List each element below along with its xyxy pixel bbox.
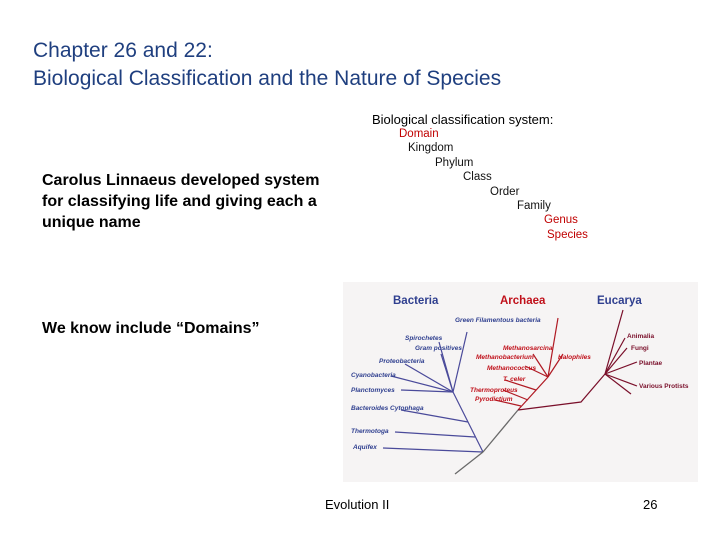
- title-line-1: Chapter 26 and 22:: [33, 39, 213, 62]
- branch-fungi: [604, 347, 628, 375]
- label-various-protists: Various Protists: [639, 383, 689, 390]
- branch-aquifex: [382, 447, 484, 453]
- label-t-celer: T. celer: [503, 376, 526, 383]
- rank-domain: Domain: [399, 128, 439, 140]
- branch-pyrodictium: [494, 399, 522, 407]
- label-fungi: Fungi: [631, 345, 649, 352]
- label-proteobacteria: Proteobacteria: [379, 358, 425, 365]
- branch-thermoproteus: [502, 389, 529, 401]
- label-bacteroides: Bacteroides Cytophaga: [351, 405, 424, 412]
- branch-cyanobacteria: [390, 375, 454, 393]
- branch-planctomyces: [400, 389, 454, 393]
- label-cyanobacteria: Cyanobacteria: [351, 372, 396, 379]
- branch-plantae: [604, 361, 638, 375]
- label-thermoproteus: Thermoproteus: [470, 387, 518, 394]
- branch-bacteroides: [400, 409, 469, 423]
- label-pyrodictium: Pyrodictium: [475, 396, 513, 403]
- header-eucarya: Eucarya: [597, 295, 642, 307]
- rank-kingdom: Kingdom: [408, 142, 454, 154]
- phylogenetic-tree: Bacteria Archaea Eucarya: [343, 282, 698, 482]
- branch-methanosarcina: [547, 317, 559, 378]
- label-gram-positives: Gram positives: [415, 345, 462, 352]
- header-bacteria: Bacteria: [393, 295, 439, 307]
- page-number: 26: [643, 497, 658, 512]
- label-methanosarcina: Methanosarcina: [503, 345, 553, 352]
- branch-various-protists: [604, 373, 638, 387]
- label-methanococcus: Methanococcus: [487, 365, 537, 372]
- label-methanobacterium: Methanobacterium: [476, 354, 534, 361]
- branch-animalia: [604, 337, 626, 375]
- branch-gram-positives: [440, 353, 454, 393]
- archaea-trunk: [517, 376, 549, 411]
- branch-proteobacteria: [404, 363, 454, 393]
- classification-title: Biological classification system:: [372, 112, 554, 127]
- slide-title: Chapter 26 and 22: Biological Classifica…: [33, 37, 693, 93]
- eucarya-branches: [517, 309, 638, 411]
- bacteria-branches: [382, 331, 484, 453]
- label-plantae: Plantae: [639, 360, 663, 367]
- branch-protists-2: [604, 373, 632, 395]
- branch-methanococcus: [524, 365, 549, 378]
- rank-phylum: Phylum: [435, 157, 474, 169]
- branch-thermotoga: [394, 431, 476, 438]
- label-thermotoga: Thermotoga: [351, 428, 389, 435]
- header-archaea: Archaea: [500, 295, 546, 307]
- footer-title: Evolution II: [325, 497, 390, 512]
- branch-eucarya-top: [604, 309, 624, 375]
- eucarya-trunk: [517, 373, 606, 411]
- rank-order: Order: [490, 186, 520, 198]
- label-aquifex: Aquifex: [352, 444, 377, 451]
- branch-halophiles: [547, 353, 564, 378]
- archaea-branches: [494, 317, 564, 411]
- rank-species: Species: [547, 229, 588, 241]
- label-planctomyces: Planctomyces: [351, 387, 395, 394]
- phylogenetic-tree-svg: Bacteria Archaea Eucarya: [343, 282, 698, 482]
- rank-family: Family: [517, 200, 551, 212]
- rank-class: Class: [463, 171, 492, 183]
- label-green-filamentous: Green Filamentous bacteria: [455, 317, 541, 324]
- branch-methanobacterium: [532, 353, 549, 378]
- label-spirochetes: Spirochetes: [405, 335, 443, 342]
- branch-green-filamentous: [452, 331, 468, 393]
- branch-t-celer: [504, 379, 537, 391]
- rank-genus: Genus: [544, 214, 578, 226]
- domains-text: We know include “Domains”: [42, 320, 260, 337]
- linnaeus-text: Carolus Linnaeus developed system for cl…: [42, 172, 320, 231]
- label-halophiles: Halophiles: [558, 354, 591, 361]
- title-line-2: Biological Classification and the Nature…: [33, 67, 502, 90]
- tree-root: [454, 409, 519, 475]
- label-animalia: Animalia: [627, 333, 654, 340]
